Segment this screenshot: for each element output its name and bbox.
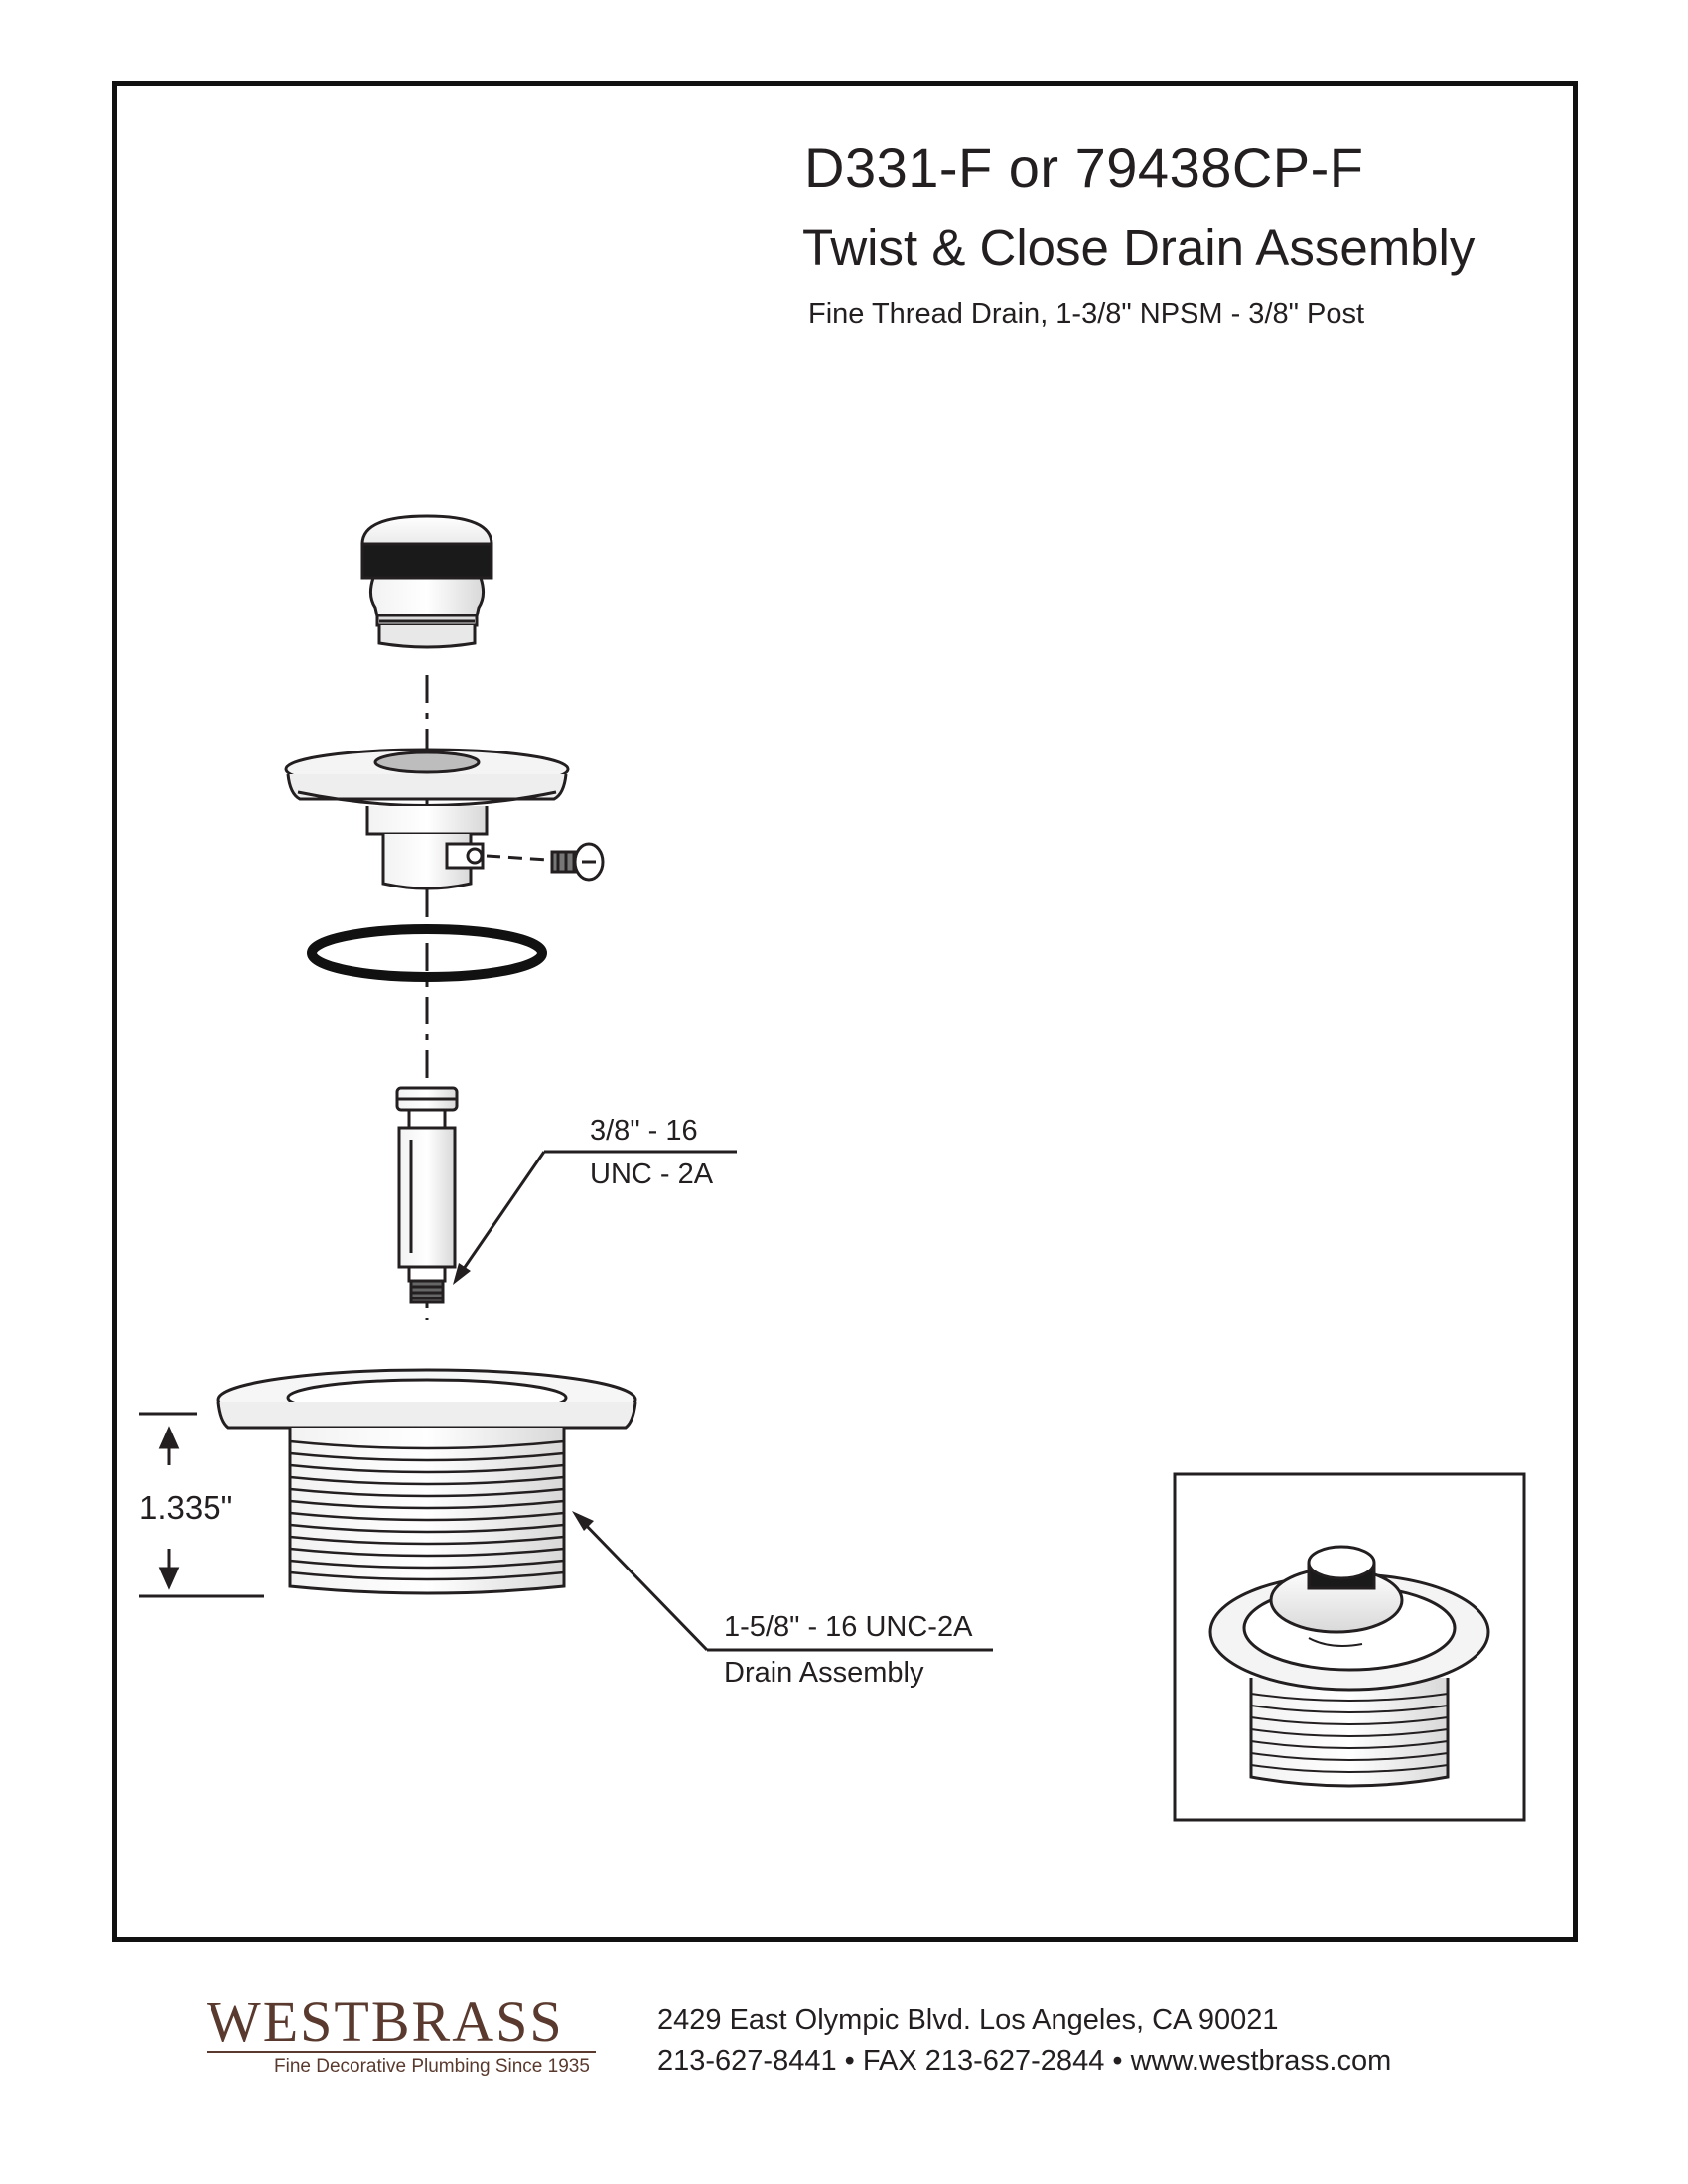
post-thread-class-label: UNC - 2A	[590, 1159, 714, 1190]
assembled-view-inset	[1173, 1472, 1526, 1822]
stopper-flange-part	[284, 748, 570, 890]
stopper-cap-part	[360, 514, 493, 649]
o-ring-gasket-part	[307, 924, 547, 982]
drawing-border	[112, 81, 1578, 1942]
threaded-post-part	[395, 1086, 459, 1304]
drain-body-part	[216, 1368, 637, 1595]
body-thread-callout: 1-5/8" - 16 UNC-2A Drain Assembly	[572, 1511, 993, 1689]
post-callout-leader	[457, 1151, 546, 1277]
logo-rule	[207, 2051, 596, 2053]
product-name-title: Twist & Close Drain Assembly	[802, 219, 1476, 276]
set-screw-part	[486, 842, 605, 882]
drain-body-threads	[289, 1439, 565, 1581]
company-contact: 213-627-8441 • FAX 213-627-2844 • www.we…	[657, 2045, 1392, 2077]
body-thread-name-label: Drain Assembly	[724, 1657, 924, 1689]
assembled-drain-illustration	[1208, 1545, 1490, 1788]
height-dimension: 1.335"	[139, 1412, 264, 1598]
height-dimension-label: 1.335"	[139, 1489, 232, 1526]
post-thread-callout: 3/8" - 16 UNC - 2A	[453, 1115, 737, 1285]
post-thread-size-label: 3/8" - 16	[590, 1115, 698, 1147]
westbrass-tagline: Fine Decorative Plumbing Since 1935	[274, 2056, 590, 2077]
body-callout-leader	[578, 1517, 709, 1652]
post-callout-arrowhead	[453, 1263, 471, 1285]
company-address: 2429 East Olympic Blvd. Los Angeles, CA …	[657, 2004, 1279, 2036]
model-number-title: D331-F or 79438CP-F	[804, 136, 1364, 199]
westbrass-logo-wordmark: WESTBRASS	[207, 1989, 564, 2054]
body-callout-arrowhead	[572, 1511, 594, 1531]
drain-spec-text: Fine Thread Drain, 1-3/8" NPSM - 3/8" Po…	[808, 298, 1365, 330]
body-thread-size-label: 1-5/8" - 16 UNC-2A	[724, 1611, 973, 1643]
